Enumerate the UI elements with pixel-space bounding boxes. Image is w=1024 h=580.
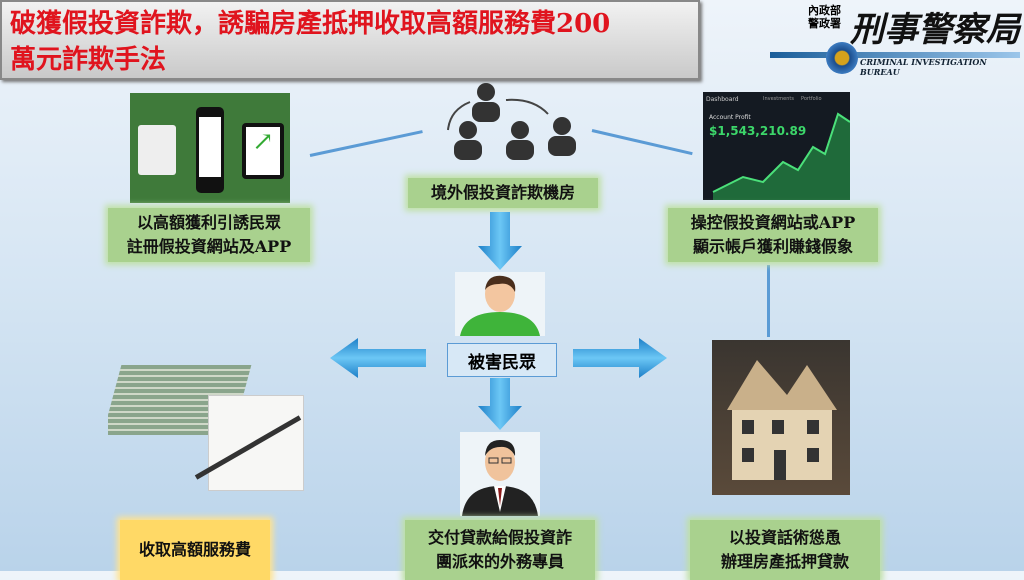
logo-ministry: 內政部警政署 (808, 4, 841, 30)
label-fee: 收取高額服務費 (120, 520, 270, 580)
label-mortgage: 以投資話術慫恿辦理房產抵押貸款 (690, 520, 880, 580)
page-title: 破獲假投資詐欺，誘騙房產抵押收取高額服務費200 萬元詐欺手法 (0, 0, 700, 80)
connector-line (767, 265, 770, 337)
logo-name: 刑事警察局 (850, 10, 1020, 50)
fake-dashboard-image: Dashboard Investments Portfolio Account … (703, 92, 850, 200)
title-line-1: 破獲假投資詐欺，誘騙房產抵押收取高額服務費200 (10, 9, 611, 39)
label-scam-center: 境外假投資詐欺機房 (408, 178, 598, 208)
logo-en: CRIMINAL INVESTIGATION BUREAU (860, 57, 987, 77)
label-lure: 以高額獲利引誘民眾註冊假投資網站及APP (108, 208, 310, 262)
connector-line (309, 130, 423, 157)
down-arrow-icon (478, 378, 522, 430)
money-contract-image (108, 345, 310, 495)
connector-line (591, 129, 693, 156)
agent-image (460, 432, 540, 516)
cib-logo: 內政部警政署 刑事警察局 CRIMINAL INVESTIGATION BURE… (770, 0, 1022, 86)
phones-image: ↗ (130, 93, 290, 203)
left-arrow-icon (330, 338, 426, 378)
down-arrow-icon (478, 212, 522, 270)
title-line-2: 萬元詐欺手法 (10, 45, 167, 75)
scam-group-image (428, 80, 590, 170)
house-image (712, 340, 850, 495)
right-arrow-icon (573, 338, 667, 378)
label-deliver: 交付貸款給假投資詐團派來的外務專員 (405, 520, 595, 580)
victim-image (455, 272, 545, 336)
seal-icon (826, 42, 858, 74)
victim-label: 被害民眾 (447, 343, 557, 377)
